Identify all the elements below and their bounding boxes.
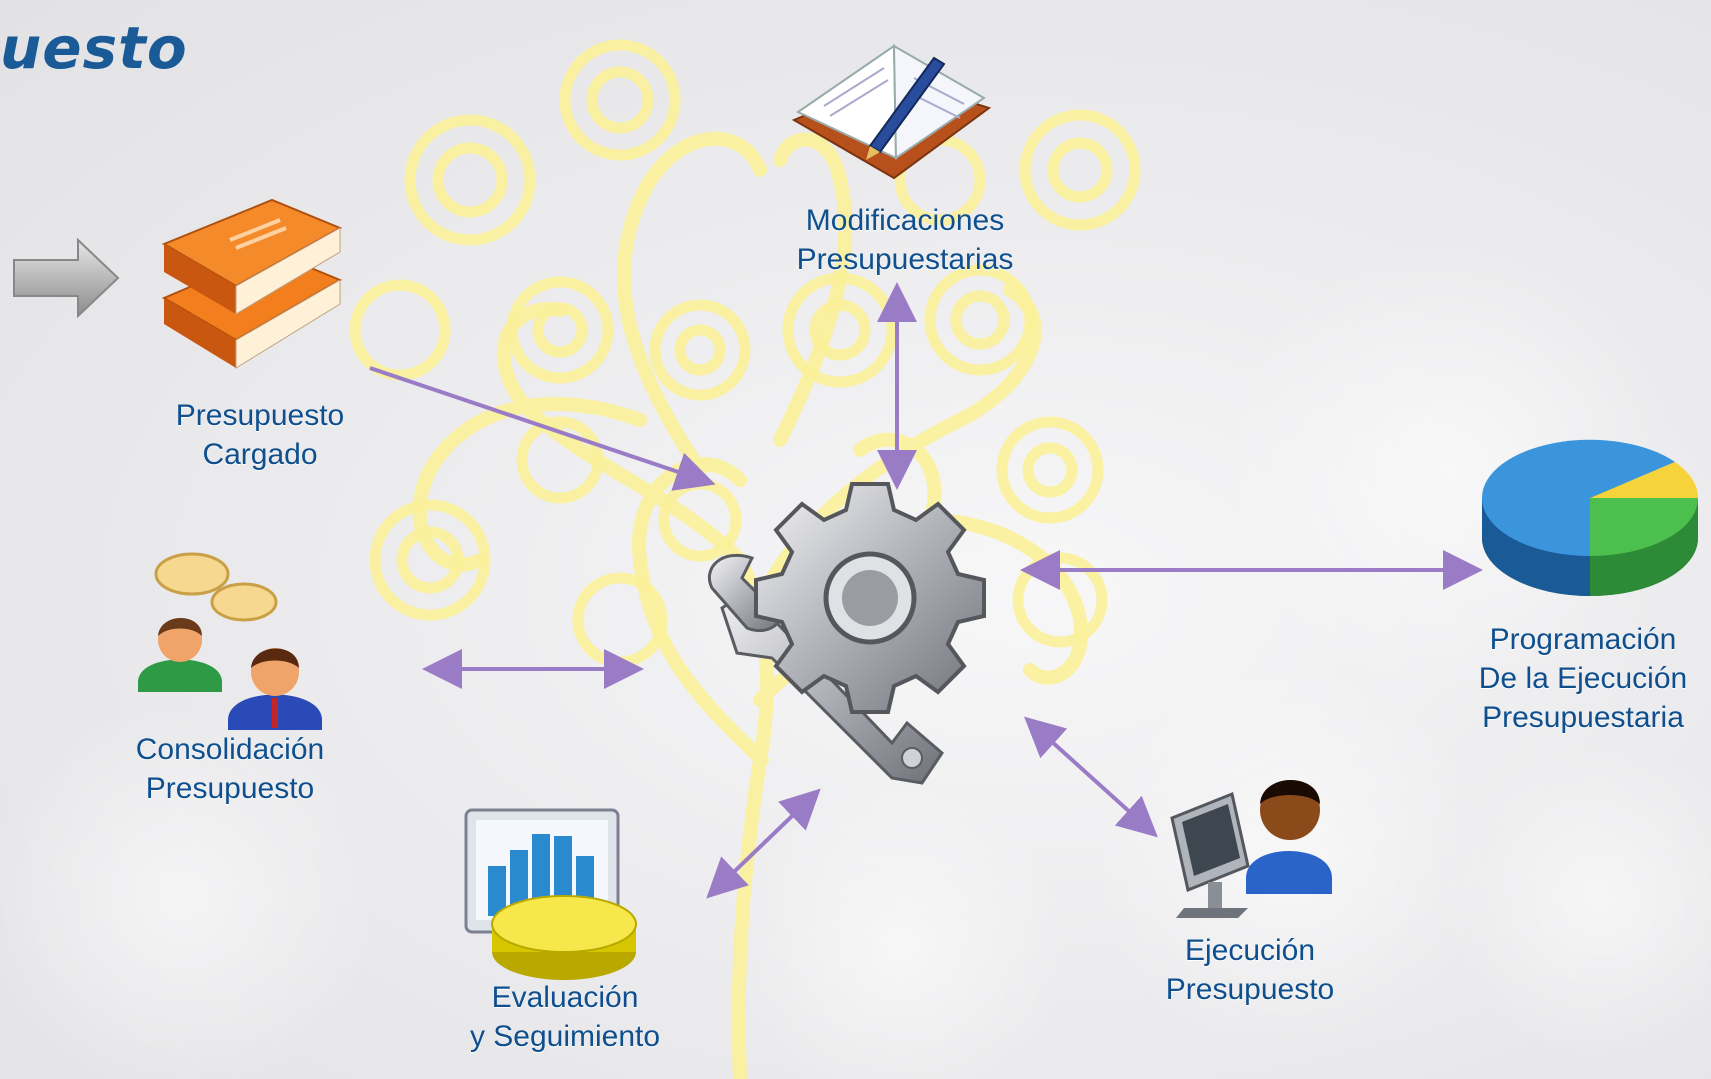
label-line: Presupuestarias [796, 243, 1014, 276]
label-line: Cargado [202, 438, 318, 471]
label-line: y Seguimiento [469, 1020, 661, 1053]
label-line: Presupuestaria [1482, 701, 1684, 734]
label-line: Evaluación [491, 981, 639, 1014]
label-line: Presupuesto [1165, 973, 1335, 1006]
arrow-right-icon [13, 238, 120, 318]
people-talking-icon [138, 552, 322, 730]
connector-loaded-to-center [369, 366, 716, 491]
bar-chart-coin-icon [464, 808, 637, 980]
label-evaluacion-seguimiento: Evaluación y Seguimiento [440, 978, 690, 1056]
label-line: Programación [1489, 623, 1677, 656]
label-modificaciones-presupuestarias: Modificaciones Presupuestarias [780, 201, 1030, 279]
label-ejecucion-presupuesto: Ejecución Presupuesto [1130, 931, 1370, 1009]
connector-execution [1024, 716, 1158, 838]
label-line: Presupuesto [145, 772, 315, 805]
label-line: Consolidación [135, 733, 325, 766]
label-consolidacion-presupuesto: Consolidación Presupuesto [110, 730, 350, 808]
label-line: Ejecución [1184, 934, 1316, 967]
pie-chart-icon [1481, 439, 1699, 596]
label-presupuesto-cargado: Presupuesto Cargado [160, 396, 360, 474]
gear-wrench-icon [707, 482, 986, 785]
computer-user-icon [1170, 780, 1332, 918]
page-title: uesto [0, 14, 188, 82]
connector-evaluation [706, 788, 821, 899]
label-programacion-ejecucion: Programación De la Ejecución Presupuesta… [1458, 620, 1708, 737]
label-line: Modificaciones [805, 204, 1005, 237]
notebook-pen-icon [791, 44, 992, 180]
label-line: Presupuesto [175, 399, 345, 432]
label-line: De la Ejecución [1478, 662, 1688, 695]
books-icon [161, 198, 343, 369]
